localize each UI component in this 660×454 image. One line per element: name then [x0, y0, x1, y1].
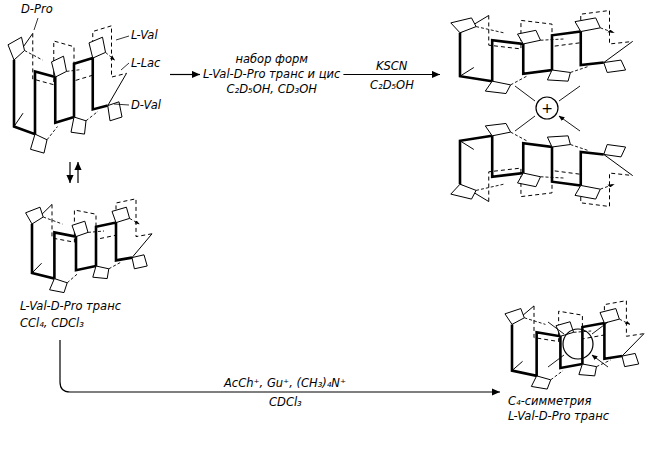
- node-text: набор форм: [203, 52, 340, 67]
- cation-circle: [563, 329, 593, 359]
- arrow-label: KSCN: [374, 59, 409, 73]
- reaction-arrow: [170, 74, 200, 75]
- bracelet-conformer: [8, 26, 127, 153]
- leader-line: [34, 18, 129, 105]
- node-text: L-Val-D-Pro транс и цис: [203, 67, 340, 82]
- complex-lower-ring: [451, 123, 633, 206]
- trans-conformer: [26, 199, 152, 293]
- arrow-line: [60, 340, 500, 392]
- complex-figure: +: [440, 5, 655, 215]
- arrow-line: [170, 74, 200, 75]
- complex-upper-ring: [451, 10, 633, 93]
- reaction-arrow: [70, 162, 78, 183]
- arrow-label: AcCh⁺, Gu⁺, (CH₃)₄N⁺: [222, 376, 348, 390]
- node-text: CCl₄, CDCl₃: [20, 316, 84, 330]
- node-text: L-Val-D-Pro транс: [508, 409, 609, 423]
- solvent-label: C₂D₅OH: [368, 78, 416, 92]
- conformer-figure: C₄-симметрияL-Val-D-Pro транс: [500, 292, 655, 432]
- solvent-label: CDCl₃: [267, 395, 304, 409]
- cation-circle: [536, 97, 558, 119]
- c4-conformer: [505, 301, 644, 389]
- node-text: C₄-симметрия: [508, 394, 591, 408]
- node-text: D-Val: [131, 98, 161, 112]
- coordination-arrow: [548, 322, 608, 367]
- arrow-line: [69, 162, 70, 183]
- coordination-arrow: [515, 86, 580, 131]
- reaction-arrow: [343, 74, 440, 75]
- node-text: L-Lac: [131, 56, 160, 70]
- state-label: набор формL-Val-D-Pro транс и цисC₂D₅OH,…: [200, 50, 343, 99]
- arrow-line: [77, 162, 78, 183]
- node-text: L-Val-D-Pro транс: [20, 299, 121, 313]
- node-text: D-Pro: [21, 2, 53, 16]
- reaction-arrow: [60, 340, 500, 392]
- node-text: +: [537, 98, 557, 118]
- conformer-figure: D-ProL-ValL-LacD-Val: [5, 2, 170, 160]
- node-text: C₂D₅OH, CD₃OH: [203, 82, 340, 97]
- conformer-figure: L-Val-D-Pro трансCCl₄, CDCl₃: [15, 185, 170, 340]
- arrow-line: [343, 74, 440, 75]
- node-text: L-Val: [131, 28, 158, 42]
